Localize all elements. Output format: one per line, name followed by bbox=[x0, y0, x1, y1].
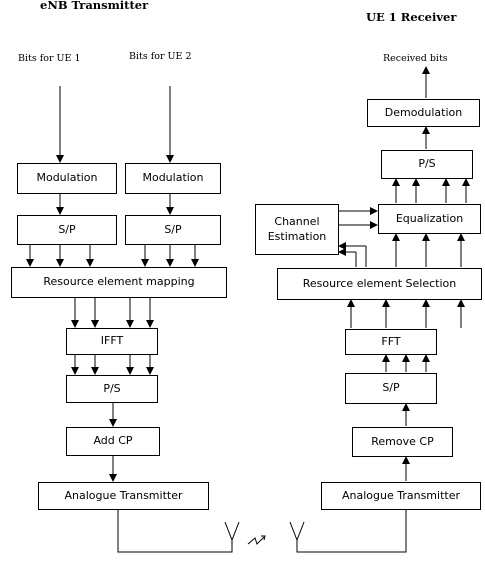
demodulation-block: Demodulation bbox=[367, 99, 480, 127]
modulation-block-ue2: Modulation bbox=[125, 163, 221, 194]
ifft-block: IFFT bbox=[66, 328, 158, 355]
input-label-ue1: Bits for UE 1 bbox=[18, 53, 81, 64]
remove-cp-block: Remove CP bbox=[352, 427, 453, 457]
add-cp-block: Add CP bbox=[66, 427, 160, 456]
receiver-title: UE 1 Receiver bbox=[366, 10, 457, 24]
rx-analogue-transmitter-block: Analogue Transmitter bbox=[321, 482, 481, 510]
sp-block-ue1: S/P bbox=[17, 215, 117, 245]
modulation-block-ue1: Modulation bbox=[17, 163, 117, 194]
equalization-block: Equalization bbox=[378, 204, 481, 234]
resource-element-mapping-block: Resource element mapping bbox=[11, 267, 227, 298]
rx-ps-block: P/S bbox=[381, 150, 473, 179]
output-label-received-bits: Received bits bbox=[383, 53, 448, 64]
sp-block-ue2: S/P bbox=[125, 215, 221, 245]
input-label-ue2: Bits for UE 2 bbox=[129, 51, 192, 62]
tx-ps-block: P/S bbox=[66, 375, 158, 403]
transmitter-title: eNB Transmitter bbox=[40, 0, 149, 12]
resource-element-selection-block: Resource element Selection bbox=[277, 268, 482, 300]
channel-estimation-block: Channel Estimation bbox=[255, 204, 339, 255]
fft-block: FFT bbox=[345, 329, 437, 355]
rx-sp-block: S/P bbox=[345, 373, 437, 404]
tx-analogue-transmitter-block: Analogue Transmitter bbox=[38, 482, 209, 510]
